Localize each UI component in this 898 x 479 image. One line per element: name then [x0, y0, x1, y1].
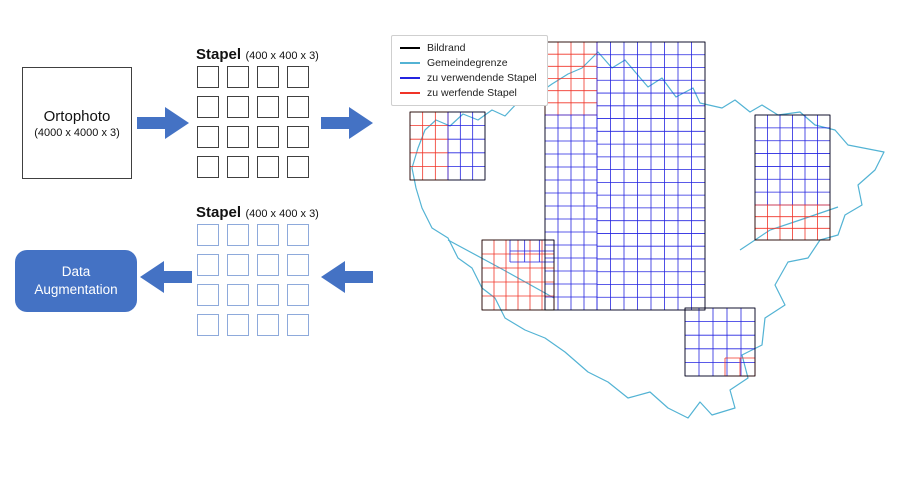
stack-cell	[257, 284, 279, 306]
bildrand-rect	[544, 41, 706, 311]
municipality-map	[409, 41, 885, 419]
stack-cell	[197, 96, 219, 118]
flow-arrow-right-icon	[137, 107, 189, 139]
discard-stack-patch	[724, 357, 756, 377]
stack-cell	[197, 314, 219, 336]
data-augmentation-box: Data Augmentation	[15, 250, 137, 312]
stack-cell	[227, 96, 249, 118]
stack-top-title: Stapel	[196, 46, 242, 63]
map-legend: Bildrand Gemeindegrenze zu verwendende S…	[391, 35, 548, 106]
ortophoto-title: Ortophoto	[43, 107, 111, 125]
bildrand-rect	[684, 307, 756, 377]
stack-cell	[287, 254, 309, 276]
stack-cell	[257, 224, 279, 246]
keep-stack-patch	[544, 114, 598, 311]
stack-bottom-size-label: (400 x 400 x 3)	[245, 208, 319, 220]
stack-cell	[287, 284, 309, 306]
bildrand-rect	[754, 114, 831, 241]
stack-cell	[197, 224, 219, 246]
stack-bottom-title: Stapel	[196, 204, 242, 221]
legend-line-swatch	[400, 47, 420, 49]
data-augmentation-label: Data Augmentation	[34, 263, 118, 297]
stack-cell	[287, 224, 309, 246]
stack-cell	[257, 96, 279, 118]
ortophoto-box: Ortophoto (4000 x 4000 x 3)	[22, 67, 132, 179]
stack-cell	[287, 156, 309, 178]
stack-cell	[257, 126, 279, 148]
stack-cell	[257, 254, 279, 276]
stack-cell	[227, 254, 249, 276]
legend-label: Gemeindegrenze	[427, 57, 508, 69]
inner-boundary-line	[447, 239, 555, 299]
stack-cell	[197, 254, 219, 276]
legend-line-swatch	[400, 62, 420, 64]
municipality-boundary	[411, 51, 885, 419]
stack-cell	[287, 314, 309, 336]
stack-cell	[197, 126, 219, 148]
legend-label: zu werfende Stapel	[427, 87, 517, 99]
legend-label: zu verwendende Stapel	[427, 72, 537, 84]
stack-cell	[227, 314, 249, 336]
stack-cell	[227, 126, 249, 148]
legend-item-gemeindegrenze: Gemeindegrenze	[400, 57, 537, 69]
stack-top-label: Stapel (400 x 400 x 3)	[196, 46, 319, 64]
stack-top-size-label: (400 x 400 x 3)	[245, 50, 319, 62]
keep-stack-patch	[754, 114, 831, 206]
bildrand-rect	[481, 239, 555, 311]
stack-cell	[227, 156, 249, 178]
bildrand-layer	[409, 41, 831, 377]
keep-stack-patch	[596, 41, 706, 311]
stack-cell	[287, 96, 309, 118]
legend-line-swatch	[400, 92, 420, 94]
stack-cell	[287, 126, 309, 148]
stack-cell	[227, 66, 249, 88]
stack-cell	[287, 66, 309, 88]
stack-cell	[227, 284, 249, 306]
discard-stack-patch	[544, 41, 598, 116]
flow-arrow-right-icon	[321, 107, 373, 139]
keep-stack-patch	[447, 111, 486, 181]
legend-label: Bildrand	[427, 42, 466, 54]
stack-cell	[257, 314, 279, 336]
stack-top-grid	[197, 66, 309, 178]
ortophoto-size-label: (4000 x 4000 x 3)	[34, 126, 120, 139]
stack-cell	[197, 156, 219, 178]
stack-bottom-label: Stapel (400 x 400 x 3)	[196, 204, 319, 222]
stack-cell	[197, 66, 219, 88]
stack-cell	[197, 284, 219, 306]
flow-arrow-left-icon	[321, 261, 373, 293]
flow-arrow-left-icon	[140, 261, 192, 293]
legend-item-discard-stacks: zu werfende Stapel	[400, 87, 537, 99]
discard-stack-patch	[754, 204, 831, 241]
stack-cell	[257, 156, 279, 178]
stack-cell	[257, 66, 279, 88]
keep-stack-patch	[509, 239, 555, 263]
legend-line-swatch	[400, 77, 420, 79]
stack-cell	[227, 224, 249, 246]
legend-item-keep-stacks: zu verwendende Stapel	[400, 72, 537, 84]
bildrand-rect	[409, 111, 486, 181]
discard-stack-patch	[481, 239, 555, 311]
stack-bottom-grid	[197, 224, 309, 336]
legend-item-bildrand: Bildrand	[400, 42, 537, 54]
